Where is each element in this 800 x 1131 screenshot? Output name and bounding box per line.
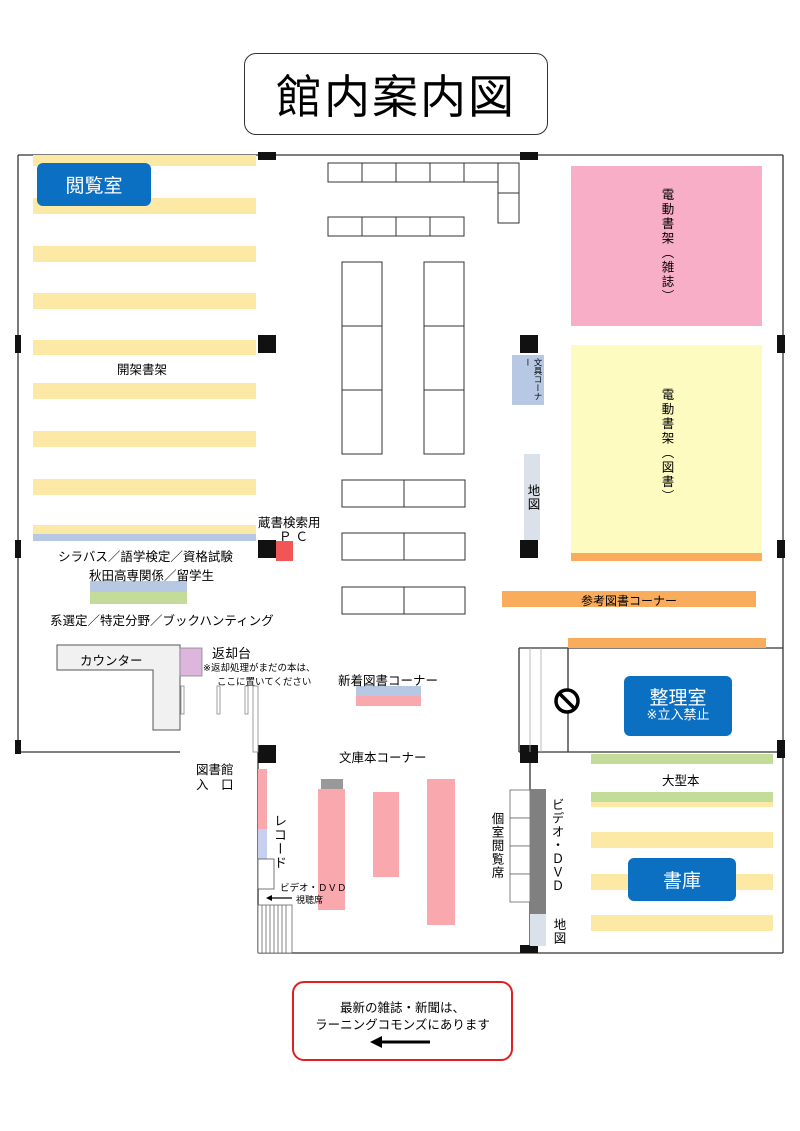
reference-shelf (502, 591, 756, 607)
search-pc-label-line2: ＰＣ (279, 529, 313, 544)
entrance-label-line2: 入 口 (196, 777, 234, 792)
notice-line1: 最新の雑誌・新聞は、 (339, 1000, 465, 1015)
no-entry-icon (554, 688, 580, 714)
return-note-line2: ここに置いてください (217, 677, 312, 688)
notice-line2: ラーニングコモンズにあります (315, 1017, 490, 1032)
new-books-shelf-upper (356, 686, 421, 696)
private-reading-label: 個室閲覧席 (489, 812, 505, 880)
stationery-label: 文具コーナー (522, 358, 542, 401)
akita-shelf-upper (90, 581, 187, 592)
new-books-shelf-lower (356, 696, 421, 706)
return-desk-label: 返却台 (212, 647, 252, 662)
syllabus-label: シラバス／語学検定／資格試験 (58, 549, 233, 564)
sorting-room-title: 整理室 (649, 686, 707, 709)
stairs (257, 904, 293, 954)
record-shelf-1 (258, 769, 267, 829)
private-reading-booths (509, 789, 531, 903)
map-shelf-lower (530, 914, 546, 946)
large-books-label: 大型本 (662, 773, 700, 788)
central-tables (327, 162, 520, 615)
selection-label: 系選定／特定分野／ブックハンティング (50, 613, 274, 628)
open-shelves-label: 開架書架 (117, 362, 168, 377)
return-note-line1: ※返却処理がまだの本は、 (203, 663, 316, 674)
record-shelf-2 (258, 829, 267, 859)
bunko-label: 文庫本コーナー (339, 750, 427, 765)
map-shelf-middle (524, 454, 540, 540)
syllabus-shelf (33, 534, 256, 541)
search-pc-icon (276, 541, 293, 561)
akita-label: 秋田高専関係／留学生 (89, 568, 215, 583)
new-books-label: 新着図書コーナー (338, 673, 439, 688)
page-title: 館内案内図 (244, 53, 548, 135)
entrance-label-line1: 図書館 (196, 762, 234, 777)
sorting-room-note: ※立入禁止 (646, 708, 710, 724)
counter (56, 644, 181, 731)
stacks-label: 書庫 (628, 858, 736, 901)
motor-shelf-books-label: 電動書架（図書） (659, 388, 675, 504)
counter-label: カウンター (80, 653, 143, 668)
bunko-shelf-3 (427, 779, 455, 925)
akita-shelf-lower (90, 592, 187, 604)
bunko-shelf-1 (318, 789, 345, 910)
sorting-room-label: 整理室 ※立入禁止 (624, 676, 732, 736)
video-seat-label-line2: 視聴席 (296, 896, 324, 906)
video-dvd-shelf (530, 789, 546, 914)
left-arrow-icon (369, 1036, 430, 1048)
video-seat-label-line1: ビデオ・ＤＶＤ (280, 883, 347, 894)
reference-label: 参考図書コーナー (581, 594, 678, 608)
bunko-shelf-2 (373, 792, 399, 877)
open-shelves (33, 155, 256, 534)
left-arrow-icon (266, 895, 292, 901)
search-pc-label-line1: 蔵書検索用 (258, 515, 321, 530)
map-lower-label: 地図 (551, 918, 567, 945)
record-label: レコード (271, 814, 286, 870)
video-dvd-label: ビデオ・ＤＶＤ (549, 798, 565, 893)
motor-shelf-magazine (571, 166, 762, 326)
motor-shelf-books (571, 345, 762, 553)
return-desk (179, 647, 203, 677)
notice-box: 最新の雑誌・新聞は、 ラーニングコモンズにあります (292, 981, 513, 1061)
map-middle-label: 地図 (525, 484, 541, 511)
motor-shelf-magazine-label: 電動書架（雑誌） (659, 188, 675, 304)
stationery-corner (512, 355, 544, 405)
reading-room-label: 閲覧室 (37, 163, 151, 206)
